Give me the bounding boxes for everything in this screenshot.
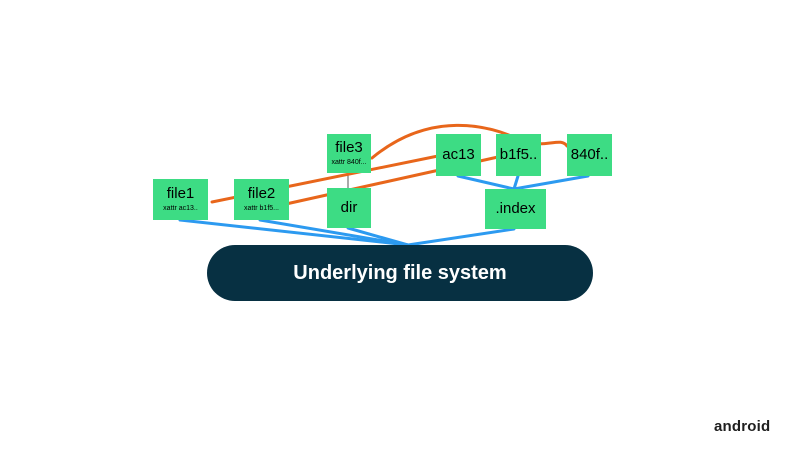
node-ac13-label: ac13 <box>442 146 475 163</box>
node-b1f5-label: b1f5.. <box>499 146 538 163</box>
link-index-fs <box>406 227 516 247</box>
node-file2-xattr: xattr b1f5... <box>243 205 280 212</box>
node-file3-label: file3 <box>335 139 363 156</box>
node-file1-label: file1 <box>166 185 195 202</box>
node-file3-xattr: xattr 840f... <box>331 159 367 166</box>
link-840f-index <box>512 174 590 191</box>
node-file1-xattr: xattr ac13.. <box>163 205 198 212</box>
node-index-label: .index <box>495 200 536 217</box>
link-dir-fs <box>346 226 410 247</box>
node-840f-label: 840f.. <box>570 146 609 163</box>
node-index: .index <box>485 189 546 229</box>
node-dir: dir <box>327 188 371 228</box>
node-dir-label: dir <box>340 199 358 216</box>
node-840f: 840f.. <box>567 134 612 176</box>
link-b1f5-index <box>512 174 520 191</box>
node-file3: file3 xattr 840f... <box>327 134 371 173</box>
link-file1-fs <box>178 218 410 247</box>
android-logo: android <box>714 418 771 435</box>
underlying-file-system: Underlying file system <box>207 245 593 301</box>
node-ac13: ac13 <box>436 134 481 176</box>
node-file1: file1 xattr ac13.. <box>153 179 208 220</box>
node-file2: file2 xattr b1f5... <box>234 179 289 220</box>
link-ac13-index <box>456 174 516 191</box>
node-b1f5: b1f5.. <box>496 134 541 176</box>
node-file2-label: file2 <box>247 185 276 202</box>
